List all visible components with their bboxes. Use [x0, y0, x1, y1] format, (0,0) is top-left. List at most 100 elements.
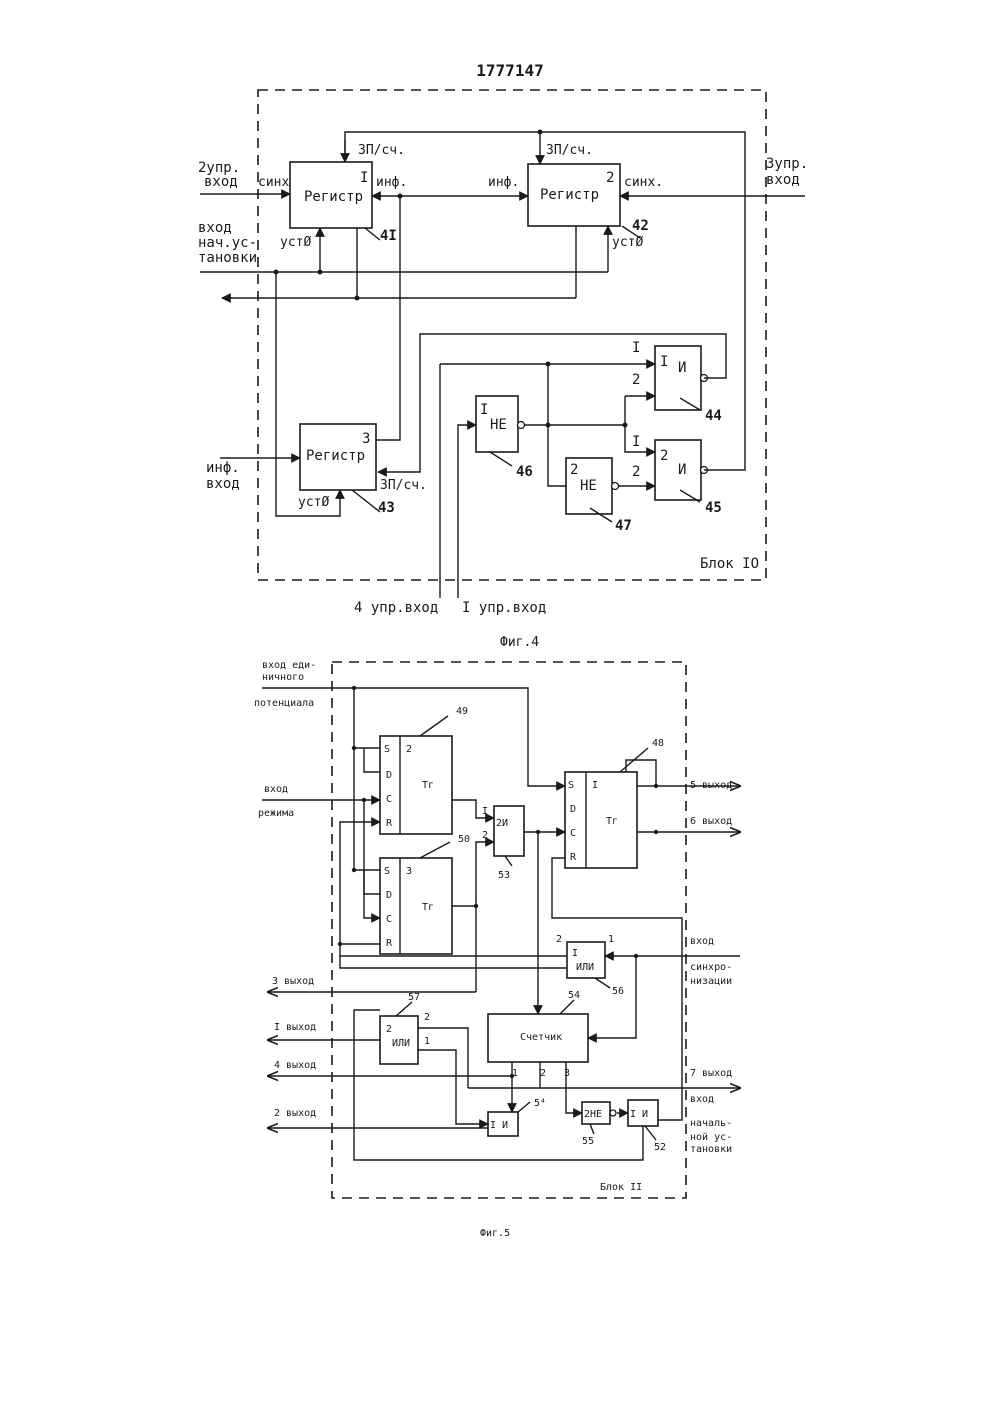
svg-text:2: 2: [632, 372, 640, 388]
and-gate-52-ref: 52: [654, 1142, 666, 1153]
svg-text:D: D: [386, 890, 392, 901]
register-3: 3 Регистр устØ ЗП/сч. 43: [298, 424, 427, 516]
svg-text:R: R: [386, 938, 393, 949]
svg-text:2: 2: [540, 1068, 546, 1079]
not-gate-47: 2 НЕ 47: [566, 458, 632, 534]
input-ctrl1-label: I упр.вход: [462, 600, 546, 616]
register-3-ref: 43: [378, 500, 395, 516]
output-1-label: I выход: [274, 1022, 316, 1033]
register-3-title: Регистр: [306, 448, 365, 464]
svg-text:2: 2: [570, 462, 578, 478]
svg-text:вход: вход: [204, 174, 238, 190]
not-gate-55-ref: 55: [582, 1136, 594, 1147]
flip-flop-50-ref: 50: [458, 834, 470, 845]
register-3-reset-port: устØ: [298, 495, 329, 510]
counter-54-ref: 54: [568, 990, 580, 1001]
and-gate-53-ref: 53: [498, 870, 510, 881]
svg-text:тановки: тановки: [198, 250, 257, 266]
block-11-label: Блок II: [600, 1182, 642, 1193]
output-7-label: 7 выход: [690, 1068, 732, 1079]
register-3-mode-port: ЗП/сч.: [380, 478, 427, 493]
svg-text:1: 1: [424, 1036, 430, 1047]
svg-text:I: I: [480, 402, 488, 418]
svg-text:3: 3: [564, 1068, 570, 1079]
svg-text:2: 2: [482, 830, 488, 841]
not-gate-55: 2НЕ 55: [582, 1102, 616, 1147]
svg-text:C: C: [386, 794, 392, 805]
svg-text:I: I: [482, 806, 488, 817]
svg-text:S: S: [384, 866, 390, 877]
not-gate-46-label: НЕ: [490, 417, 507, 433]
and-gate-5x: I И 5⁴: [488, 1098, 546, 1136]
and-gate-45-ref: 45: [705, 500, 722, 516]
svg-text:2: 2: [660, 448, 668, 464]
svg-text:S: S: [384, 744, 390, 755]
svg-text:R: R: [386, 818, 393, 829]
svg-text:I: I: [632, 434, 640, 450]
and-gate-45-label: И: [678, 462, 686, 478]
figure-5: Блок II S D C R 2 Тг 49 S D C R 3 Тг 50: [254, 660, 740, 1239]
svg-text:началь-: началь-: [690, 1118, 732, 1129]
svg-text:вход: вход: [766, 172, 800, 188]
svg-text:3: 3: [362, 431, 370, 447]
and-gate-45: 2 И I 2 45: [632, 434, 722, 516]
svg-text:потенциала: потенциала: [254, 698, 314, 709]
input-ctrl3-label: 3упр.: [766, 156, 808, 172]
register-1-ref: 4I: [380, 228, 397, 244]
and-gate-5x-ref: 5⁴: [534, 1098, 546, 1109]
svg-text:I: I: [660, 354, 668, 370]
input-init-label: вход: [198, 220, 232, 236]
svg-text:D: D: [386, 770, 392, 781]
svg-text:низации: низации: [690, 976, 732, 987]
svg-text:S: S: [568, 780, 574, 791]
register-2-title: Регистр: [540, 187, 599, 203]
svg-text:I: I: [572, 948, 578, 959]
flip-flop-48: S D C R I Тг 48: [565, 738, 664, 868]
or-gate-57-label: ИЛИ: [392, 1038, 410, 1049]
flip-flop-49-label: Тг: [422, 780, 434, 791]
and-gate-53: 2И I 2 53: [482, 806, 524, 881]
svg-text:режима: режима: [258, 808, 294, 819]
svg-text:тановки: тановки: [690, 1144, 732, 1155]
or-gate-56-ref: 56: [612, 986, 624, 997]
input-inf-label: инф.: [206, 460, 240, 476]
output-4-label: 4 выход: [274, 1060, 316, 1071]
input-ctrl4-label: 4 упр.вход: [354, 600, 438, 616]
page-number: 1777147: [476, 61, 543, 80]
and-gate-44-label: И: [678, 360, 686, 376]
svg-text:2: 2: [606, 170, 614, 186]
svg-text:2: 2: [406, 744, 412, 755]
or-gate-56: I ИЛИ 2 1 56: [556, 934, 624, 997]
or-gate-56-label: ИЛИ: [576, 962, 594, 973]
flip-flop-49: S D C R 2 Тг 49: [380, 706, 468, 834]
register-2-mode-port: ЗП/сч.: [546, 143, 593, 158]
flip-flop-48-label: Тг: [606, 816, 618, 827]
and-gate-52-label: I И: [630, 1109, 648, 1120]
svg-text:нач.ус-: нач.ус-: [198, 235, 257, 251]
output-3-label: 3 выход: [272, 976, 314, 987]
svg-text:синхро-: синхро-: [690, 962, 732, 973]
svg-text:2: 2: [556, 934, 562, 945]
register-1-inf-port: инф.: [376, 175, 407, 190]
svg-text:1: 1: [608, 934, 614, 945]
not-gate-46: I НЕ 46: [476, 396, 533, 480]
and-gate-5x-label: I И: [490, 1120, 508, 1131]
svg-text:2: 2: [632, 464, 640, 480]
register-2-sync-port: синх.: [624, 175, 663, 190]
register-1-title: Регистр: [304, 189, 363, 205]
counter-54-label: Счетчик: [520, 1032, 562, 1043]
and-gate-44-ref: 44: [705, 408, 722, 424]
not-gate-55-label: 2НЕ: [584, 1109, 602, 1120]
svg-text:I: I: [592, 780, 598, 791]
not-gate-47-ref: 47: [615, 518, 632, 534]
svg-text:R: R: [570, 852, 577, 863]
input-sync-label: вход: [690, 936, 714, 947]
input-unit-potential-label: вход еди-: [262, 660, 316, 671]
svg-text:3: 3: [406, 866, 412, 877]
flip-flop-48-ref: 48: [652, 738, 664, 749]
output-6-label: 6 выход: [690, 816, 732, 827]
flip-flop-50: S D C R 3 Тг 50: [380, 834, 470, 954]
svg-text:вход: вход: [206, 476, 240, 492]
